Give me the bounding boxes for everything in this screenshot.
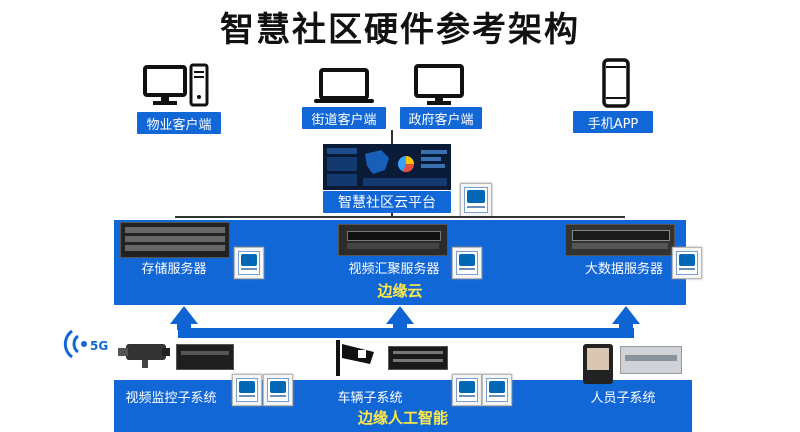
storage-server-label: 存储服务器 (141, 261, 207, 277)
connector-line (391, 213, 393, 218)
cloud-platform-label: 智慧社区云平台 (323, 191, 451, 213)
edge-box-image (388, 346, 448, 370)
network-badge: 5G (90, 339, 109, 353)
wireless-5g-icon (63, 329, 87, 359)
intel-chip-badge (263, 374, 293, 406)
street-client-label: 街道客户端 (302, 107, 386, 129)
mobile-app-label: 手机APP (573, 111, 653, 133)
big-data-server-label: 大数据服务器 (584, 261, 663, 277)
connector-line (175, 216, 625, 218)
cctv-camera-icon (336, 340, 374, 376)
video-aggregation-server-image (338, 224, 448, 256)
desktop-computer-icon (143, 63, 209, 107)
intel-chip-badge (482, 374, 512, 406)
big-data-server-image (565, 224, 675, 256)
storage-server-image (120, 222, 230, 258)
intel-chip-badge (452, 374, 482, 406)
intel-chip-badge (460, 183, 492, 217)
intel-chip-badge (234, 247, 264, 279)
intel-chip-badge (232, 374, 262, 406)
personnel-subsystem-label: 人员子系统 (590, 390, 656, 406)
laptop-icon (314, 68, 374, 103)
property-client-label: 物业客户端 (137, 112, 221, 134)
vehicle-subsystem-label: 车辆子系统 (337, 390, 403, 406)
video-aggregation-server-label: 视频汇聚服务器 (348, 261, 440, 277)
government-client-label: 政府客户端 (400, 107, 482, 129)
intel-chip-badge (452, 247, 482, 279)
edge-ai-band: 边缘人工智能 (114, 380, 692, 432)
edge-box-image (620, 346, 682, 374)
dashboard-screenshot (323, 144, 451, 190)
smartphone-icon (602, 58, 630, 108)
cctv-camera-icon (118, 344, 170, 368)
connector-line (391, 130, 393, 144)
face-terminal-image (583, 344, 613, 384)
page-title: 智慧社区硬件参考架构 (220, 10, 580, 50)
video-monitoring-label: 视频监控子系统 (125, 390, 217, 406)
intel-chip-badge (672, 247, 702, 279)
edge-box-image (176, 344, 234, 370)
monitor-icon (414, 64, 464, 105)
upward-arrows (170, 306, 640, 338)
